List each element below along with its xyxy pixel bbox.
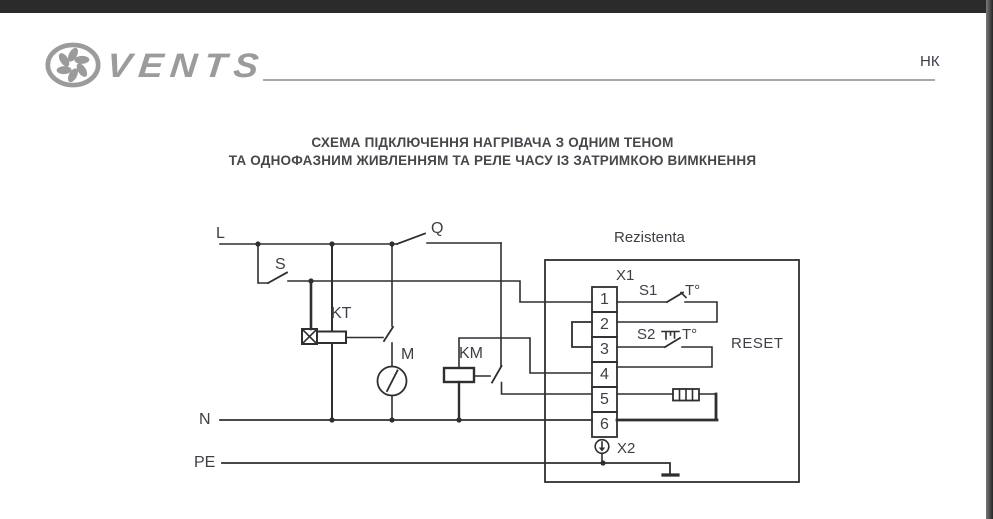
x2-ground-terminal — [594, 438, 610, 464]
jumper-2-3 — [571, 321, 593, 348]
label-t2: T° — [682, 326, 698, 343]
title-line-1: СХЕМА ПІДКЛЮЧЕННЯ НАГРІВАЧА З ОДНИМ ТЕНО… — [311, 135, 674, 150]
x1-terminal-block — [591, 286, 618, 438]
page-title: СХЕМА ПІДКЛЮЧЕННЯ НАГРІВАЧА З ОДНИМ ТЕНО… — [0, 134, 985, 170]
header-code: НК — [920, 53, 940, 70]
s1-thermostat — [616, 291, 718, 323]
rezistenta-box — [544, 259, 800, 483]
label-l: L — [216, 225, 225, 242]
heater-element — [615, 388, 719, 422]
km-contactor — [442, 337, 593, 422]
s2-thermostat — [616, 330, 713, 368]
switch-q — [395, 232, 427, 246]
fan-icon — [45, 42, 101, 88]
label-s: S — [275, 256, 286, 273]
wire-pe — [221, 462, 671, 476]
m-motor — [376, 342, 408, 421]
label-s2: S2 — [637, 326, 656, 343]
label-n: N — [199, 411, 211, 428]
label-pe: PE — [194, 454, 216, 471]
label-kt: KT — [331, 305, 352, 322]
terminal-3: 3 — [600, 341, 609, 358]
title-line-2: ТА ОДНОФАЗНИМ ЖИВЛЕННЯМ ТА РЕЛЕ ЧАСУ ІЗ … — [228, 153, 757, 168]
label-km: KM — [459, 345, 483, 362]
label-s1: S1 — [639, 282, 658, 299]
label-x2: X2 — [617, 440, 636, 457]
kt-timed-contact — [382, 243, 395, 343]
label-x1: X1 — [616, 267, 635, 284]
terminal-5: 5 — [600, 391, 609, 408]
label-rezistenta: Rezistenta — [614, 229, 685, 246]
terminal-1: 1 — [600, 291, 609, 308]
wire-s-line — [287, 280, 593, 303]
label-q: Q — [431, 220, 444, 237]
junction-dots — [255, 241, 606, 466]
km-contact — [490, 242, 593, 395]
label-m: M — [401, 346, 415, 363]
switch-s — [257, 243, 289, 285]
page-edge-shadow — [986, 0, 993, 519]
kt-relay — [300, 243, 384, 421]
label-reset: RESET — [731, 335, 784, 352]
top-black-bar — [0, 0, 993, 13]
terminal-6: 6 — [600, 416, 609, 433]
wire-l — [219, 242, 502, 245]
label-t1: T° — [685, 282, 701, 299]
vents-logo: VENTS — [45, 42, 267, 88]
header-rule — [263, 79, 935, 81]
terminal-4: 4 — [600, 366, 609, 383]
terminal-2: 2 — [600, 316, 609, 333]
